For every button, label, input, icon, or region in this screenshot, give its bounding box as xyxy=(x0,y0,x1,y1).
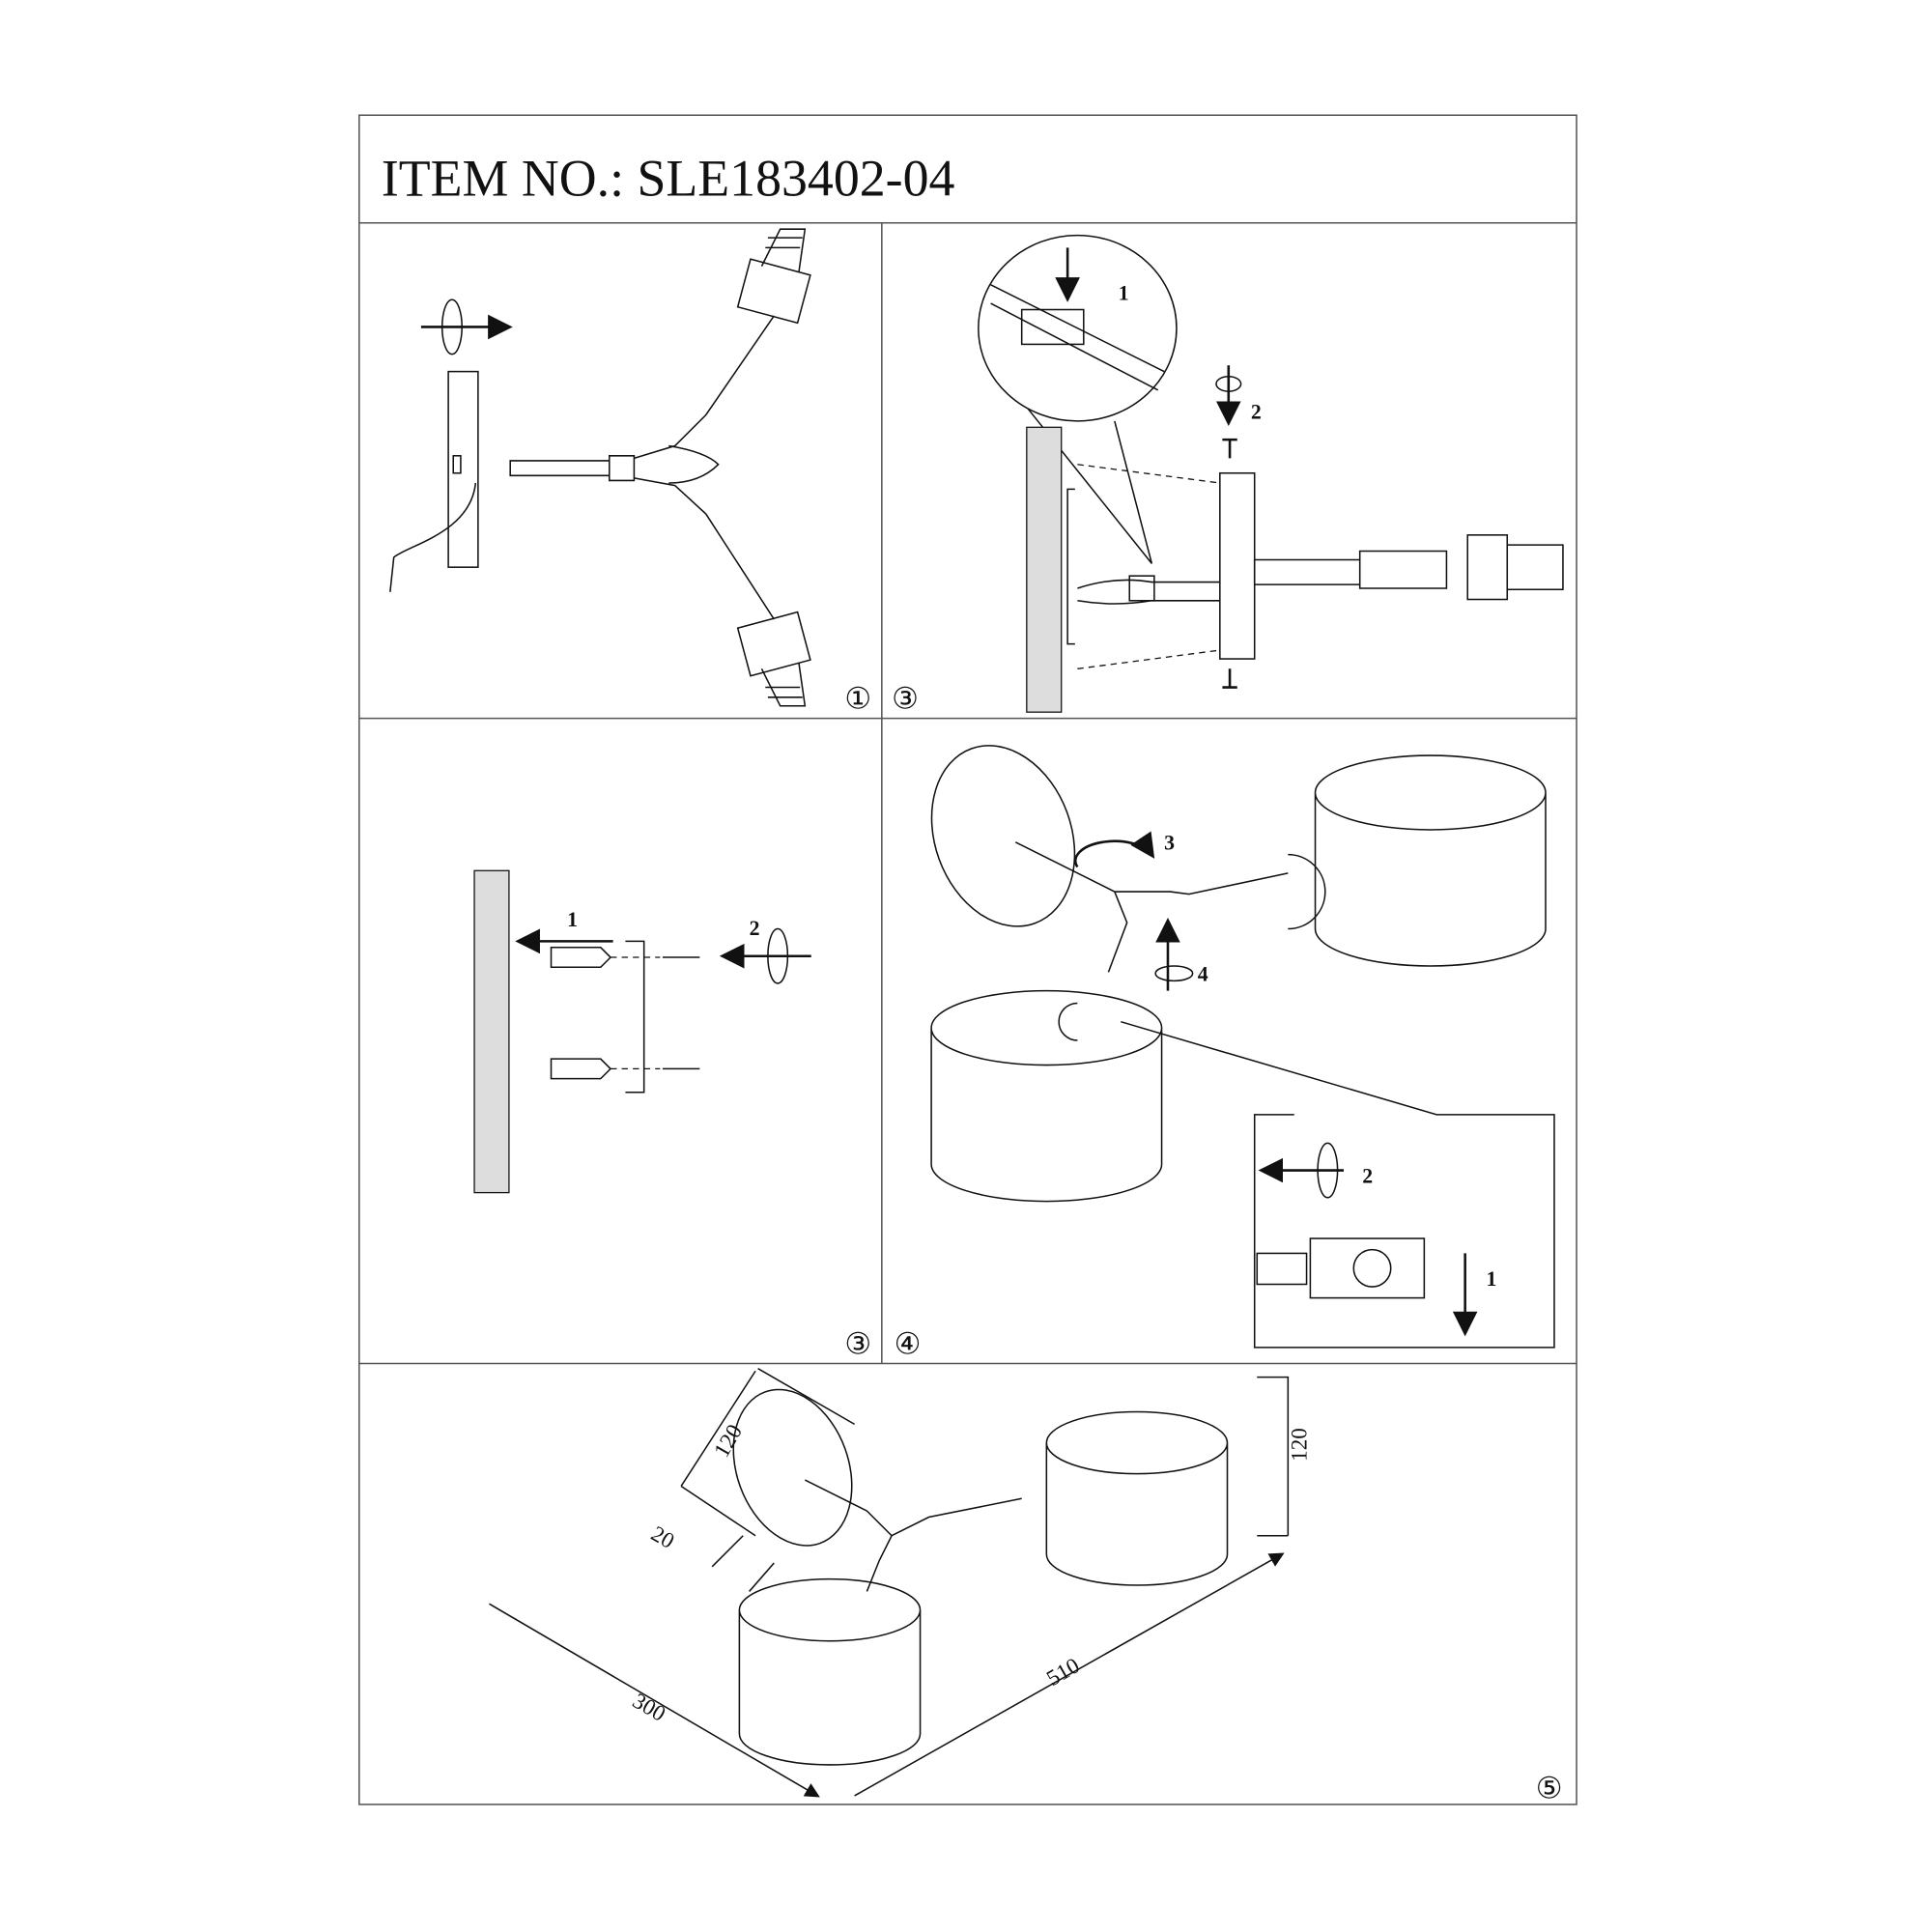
step-number: ⑤ xyxy=(1536,1773,1563,1805)
panel-4-shades: 3 4 2 1 ④ xyxy=(895,745,1555,1360)
light-bulb-icon xyxy=(1352,1248,1392,1288)
step-number: ③ xyxy=(844,1327,871,1360)
rotate-icon xyxy=(1215,375,1242,392)
rotate-icon xyxy=(1317,1142,1339,1199)
dimension-shade-height: 120 xyxy=(1287,1428,1312,1462)
step-label: 1 xyxy=(1119,281,1129,304)
step-label: 2 xyxy=(1362,1164,1373,1187)
step-number: ① xyxy=(844,682,871,715)
dimension-plate-diameter: 120 xyxy=(708,1420,747,1462)
panel-2-wiring: 1 2 ③ xyxy=(892,234,1564,715)
step-label: 1 xyxy=(1486,1267,1496,1291)
dimension-depth: 300 xyxy=(629,1688,670,1726)
step-label: 2 xyxy=(750,917,760,940)
step-label: 1 xyxy=(567,908,578,931)
step-label: 3 xyxy=(1164,831,1175,854)
rotate-icon xyxy=(767,927,789,984)
step-number: ③ xyxy=(892,682,919,715)
rotate-icon xyxy=(1154,965,1194,982)
dimension-width: 510 xyxy=(1042,1652,1084,1690)
panel-3-mounting-bracket: 1 2 ③ xyxy=(473,869,871,1360)
step-number: ④ xyxy=(895,1327,922,1360)
item-number-title: ITEM NO.: SLE183402-04 xyxy=(382,150,955,208)
sheet-frame xyxy=(358,114,1577,1805)
panel-1-arm-assembly: ① xyxy=(389,228,871,715)
dimension-plate-depth: 20 xyxy=(647,1520,679,1553)
rotate-icon xyxy=(440,298,463,355)
panel-5-dimensions: 120 20 120 300 510 ⑤ xyxy=(489,1368,1563,1805)
step-label: 2 xyxy=(1251,400,1262,423)
step-label: 4 xyxy=(1198,962,1208,985)
